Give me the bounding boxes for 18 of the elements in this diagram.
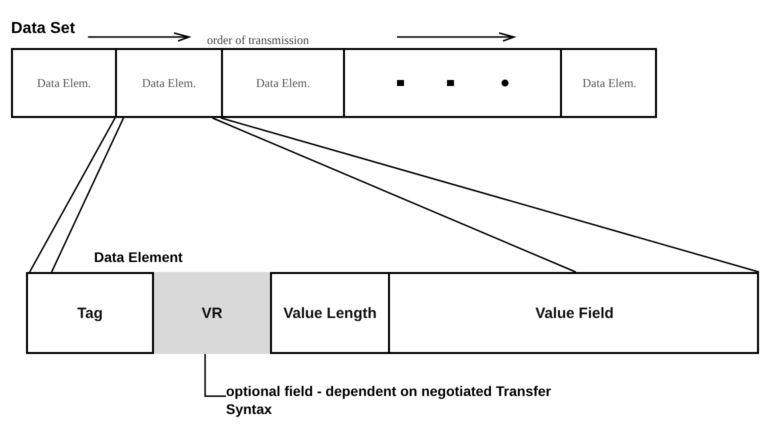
cell-text: Tag	[77, 304, 103, 322]
expansion-line	[50, 118, 124, 272]
cell-text: Value Field	[535, 304, 614, 322]
cell-text: Data Elem.	[37, 75, 91, 92]
cell-text: Data Elem.	[142, 75, 196, 92]
expansion-line	[29, 118, 116, 272]
cell-text: Value Length	[283, 304, 377, 322]
cell-text: VR	[202, 304, 222, 322]
annotation-text: optional field - dependent on negotiated Transfer Syntax	[226, 382, 552, 418]
expansion-line	[212, 117, 576, 273]
section-heading: Data Set	[11, 19, 76, 39]
cell-text: Data Elem.	[582, 75, 636, 92]
expansion-line	[220, 117, 760, 273]
direction-label: order of transmission	[207, 32, 309, 49]
leader-line	[204, 354, 226, 397]
section-heading: Data Element	[94, 248, 183, 267]
field-cell	[152, 272, 270, 354]
cell-text: Data Elem.	[256, 75, 310, 92]
